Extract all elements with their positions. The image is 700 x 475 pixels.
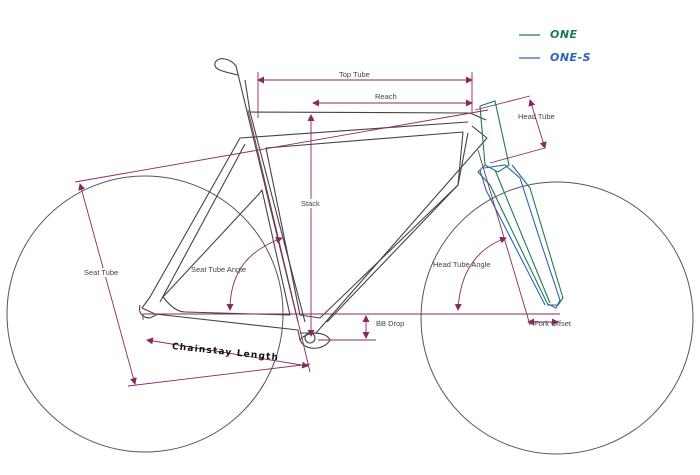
label-bb-drop: BB Drop [376, 319, 405, 328]
label-seat-tube: Seat Tube [83, 268, 120, 277]
label-reach: Reach [374, 92, 398, 101]
fork-one-s [479, 164, 561, 309]
label-top-tube: Top Tube [338, 70, 371, 79]
legend-label-one-s: ONE-S [550, 51, 592, 64]
label-stack: Stack [300, 199, 321, 208]
label-fork-offset: Fork Offset [534, 319, 571, 328]
label-head-tube-angle: Head Tube Angle [433, 260, 491, 269]
fork-one [477, 100, 564, 306]
legend-label-one: ONE [550, 28, 578, 41]
label-seat-tube-angle: Seat Tube Angle [191, 265, 247, 274]
front-wheel [420, 181, 694, 455]
label-head-tube: Head Tube [518, 112, 555, 121]
dimension-lines [74, 72, 560, 387]
